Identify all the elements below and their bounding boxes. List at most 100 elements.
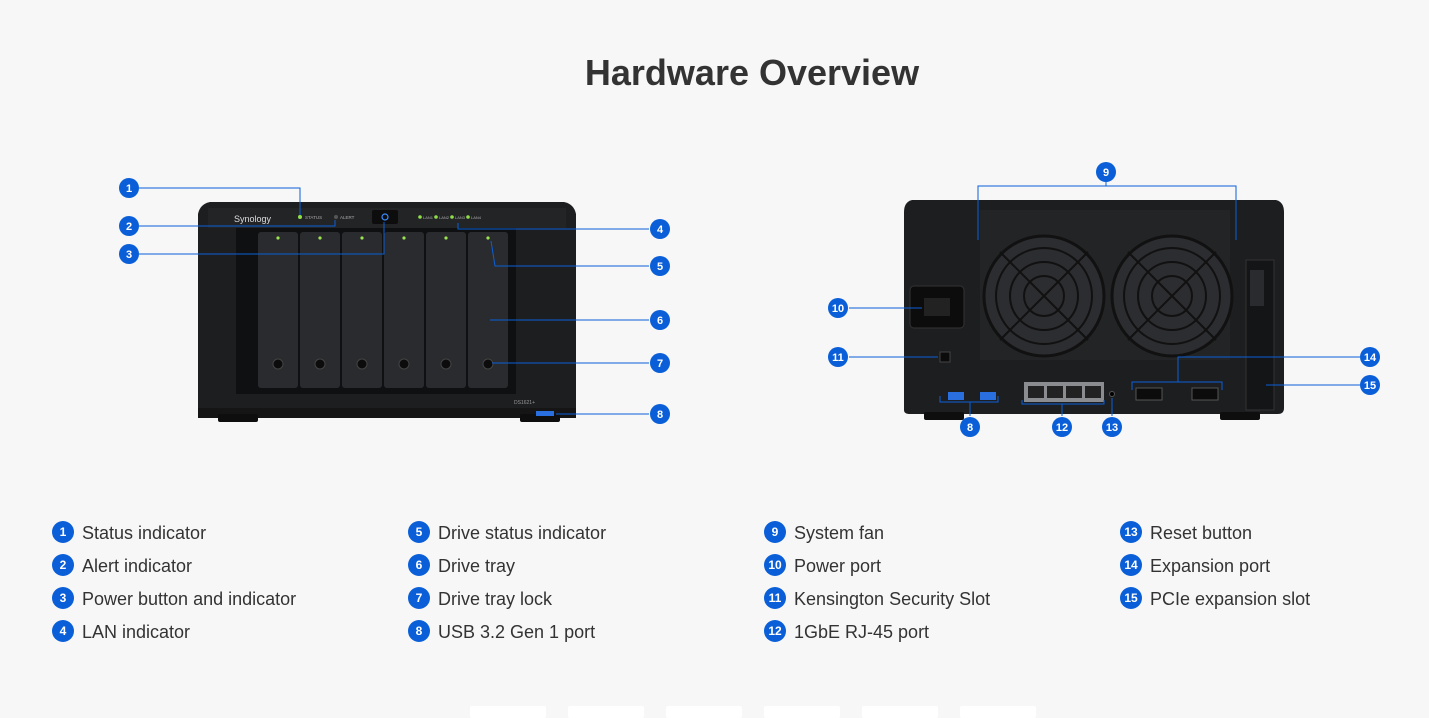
status-led-label: STATUS	[305, 215, 322, 220]
callout-4: 4	[650, 219, 670, 239]
drive-tray[interactable]	[342, 232, 382, 388]
drive-tray[interactable]	[426, 232, 466, 388]
legend-label: Drive tray lock	[438, 589, 553, 609]
legend-label: Drive status indicator	[438, 523, 607, 543]
system-fan-left	[982, 234, 1106, 358]
power-icon	[381, 213, 389, 221]
drive-tray[interactable]	[384, 232, 424, 388]
brand-logo: Synology	[234, 214, 272, 224]
svg-text:LAN1: LAN1	[423, 215, 434, 220]
legend-number: 10	[764, 554, 786, 576]
legend-label: Kensington Security Slot	[794, 589, 991, 609]
callout-12: 12	[1052, 417, 1072, 437]
svg-text:4: 4	[657, 224, 664, 236]
rear-callouts: 9 10 11 12 13 14 15 8	[828, 162, 1380, 437]
legend-item: 11 Kensington Security Slot	[764, 587, 1104, 620]
svg-text:2: 2	[126, 221, 132, 233]
legend-label: Alert indicator	[82, 556, 193, 576]
expansion-port-1[interactable]	[1135, 387, 1163, 401]
status-led	[298, 215, 302, 219]
drive-tray[interactable]	[258, 232, 298, 388]
thumbnail[interactable]	[470, 706, 546, 718]
drive-tray[interactable]	[468, 232, 508, 388]
front-callouts: 1 2 3 4 5 6 7 8	[119, 178, 670, 424]
legend-item: 13 Reset button	[1120, 521, 1429, 554]
legend-item: 2 Alert indicator	[52, 554, 392, 587]
legend-label: Reset button	[1150, 523, 1253, 543]
svg-text:3: 3	[126, 249, 132, 261]
kensington-slot[interactable]	[939, 351, 951, 363]
pcie-bracket-latch	[1250, 270, 1264, 306]
legend-number: 5	[408, 521, 430, 543]
legend-number: 14	[1120, 554, 1142, 576]
rear-usb-port-1[interactable]	[948, 392, 964, 400]
rear-foot-right	[1220, 412, 1260, 420]
reset-button[interactable]	[1109, 391, 1115, 397]
system-fan-right	[1110, 234, 1234, 358]
thumbnail[interactable]	[862, 706, 938, 718]
callout-5: 5	[650, 256, 670, 276]
thumbnail-strip	[470, 706, 1050, 718]
svg-text:5: 5	[657, 261, 663, 273]
legend-number: 8	[408, 620, 430, 642]
svg-text:15: 15	[1364, 380, 1376, 392]
legend-number: 4	[52, 620, 74, 642]
rear-view-figure: 9 10 11 12 13 14 15 8	[800, 150, 1400, 460]
svg-text:LAN3: LAN3	[455, 215, 466, 220]
drive-status-leds	[276, 236, 490, 240]
rear-usb-port-2[interactable]	[980, 392, 996, 400]
legend-number: 13	[1120, 521, 1142, 543]
legend-item: 14 Expansion port	[1120, 554, 1429, 587]
legend-number: 11	[764, 587, 786, 609]
drive-tray[interactable]	[300, 232, 340, 388]
callout-10: 10	[828, 298, 848, 318]
alert-led-label: ALERT	[340, 215, 355, 220]
legend-item: 5 Drive status indicator	[408, 521, 748, 554]
legend-item: 6 Drive tray	[408, 554, 748, 587]
power-button[interactable]	[372, 210, 398, 224]
callout-6: 6	[650, 310, 670, 330]
thumbnail[interactable]	[666, 706, 742, 718]
legend-label: 1GbE RJ-45 port	[794, 622, 930, 642]
legend-label: PCIe expansion slot	[1150, 589, 1311, 609]
callout-15: 15	[1360, 375, 1380, 395]
legend-number: 2	[52, 554, 74, 576]
callout-1: 1	[119, 178, 139, 198]
svg-text:11: 11	[832, 352, 844, 364]
svg-text:LAN2: LAN2	[439, 215, 450, 220]
front-foot-left	[218, 414, 258, 422]
svg-text:10: 10	[832, 303, 844, 315]
svg-text:6: 6	[657, 315, 663, 327]
legend-label: Drive tray	[438, 556, 516, 576]
power-socket	[924, 298, 950, 316]
callout-14: 14	[1360, 347, 1380, 367]
svg-text:9: 9	[1103, 167, 1109, 179]
rear-foot-left	[924, 412, 964, 420]
front-callout-lines	[139, 187, 649, 415]
thumbnail[interactable]	[960, 706, 1036, 718]
legend-number: 9	[764, 521, 786, 543]
callout-7: 7	[650, 353, 670, 373]
callout-3: 3	[119, 244, 139, 264]
front-view-image: Synology STATUS ALERT LAN1 LAN2 LAN3 LAN…	[119, 178, 670, 424]
expansion-port-2[interactable]	[1191, 387, 1219, 401]
thumbnail[interactable]	[568, 706, 644, 718]
front-usb-port[interactable]	[536, 411, 554, 416]
legend-label: Expansion port	[1150, 556, 1271, 576]
thumbnail[interactable]	[764, 706, 840, 718]
svg-text:13: 13	[1106, 422, 1118, 434]
legend-number: 6	[408, 554, 430, 576]
svg-text:7: 7	[657, 358, 663, 370]
